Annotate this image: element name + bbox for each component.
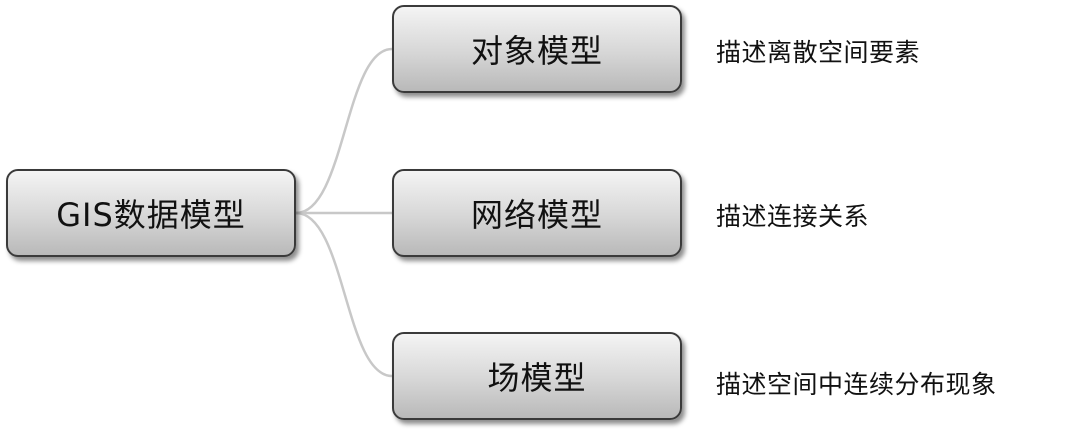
desc-network-model: 描述连接关系 xyxy=(716,202,870,231)
node-network-model: 网络模型 xyxy=(392,169,682,257)
connector-to-object-model xyxy=(295,47,393,215)
root-node-label: GIS数据模型 xyxy=(56,196,246,234)
node-network-model-label: 网络模型 xyxy=(470,196,603,234)
node-field-model: 场模型 xyxy=(392,332,682,420)
node-object-model-label: 对象模型 xyxy=(470,32,603,70)
connector-to-field-model xyxy=(295,211,393,378)
desc-object-model: 描述离散空间要素 xyxy=(716,38,921,67)
desc-field-model: 描述空间中连续分布现象 xyxy=(716,370,997,399)
root-node-gis-data-model: GIS数据模型 xyxy=(6,169,296,257)
node-object-model: 对象模型 xyxy=(392,5,682,93)
node-field-model-label: 场模型 xyxy=(487,359,587,397)
